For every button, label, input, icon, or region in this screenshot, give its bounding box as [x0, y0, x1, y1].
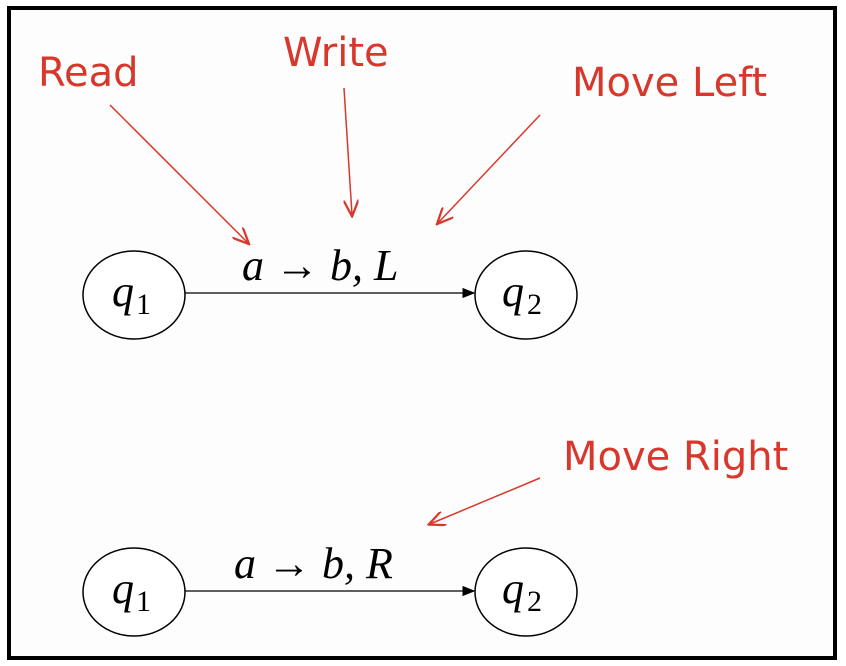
state-q2	[474, 547, 578, 637]
state-q1-sub: 1	[136, 585, 151, 618]
read-arrow	[109, 104, 248, 243]
state-q2	[474, 250, 578, 340]
move-right-arrow	[430, 477, 541, 524]
annotation-move-right: Move Right	[563, 434, 788, 480]
annotation-move-left: Move Left	[572, 60, 767, 106]
transition-right: q 1 q 2 a → b, R	[82, 539, 578, 637]
state-q2-label: q	[502, 267, 524, 316]
state-q1	[82, 547, 186, 637]
state-q1	[82, 250, 186, 340]
state-q1-sub: 1	[136, 288, 151, 321]
write-arrow	[343, 87, 352, 215]
transition-left: q 1 q 2 a → b, L	[82, 241, 578, 340]
state-q2-sub: 2	[527, 585, 542, 618]
state-q1-label: q	[112, 267, 134, 316]
state-q2-label: q	[502, 564, 524, 613]
state-q1-label: q	[112, 564, 134, 613]
move-left-arrow	[438, 114, 541, 223]
transition-label: a → b, R	[234, 539, 393, 588]
annotation-write: Write	[283, 30, 389, 76]
state-q2-sub: 2	[527, 288, 542, 321]
annotation-read: Read	[38, 50, 139, 96]
transition-label: a → b, L	[242, 241, 398, 290]
